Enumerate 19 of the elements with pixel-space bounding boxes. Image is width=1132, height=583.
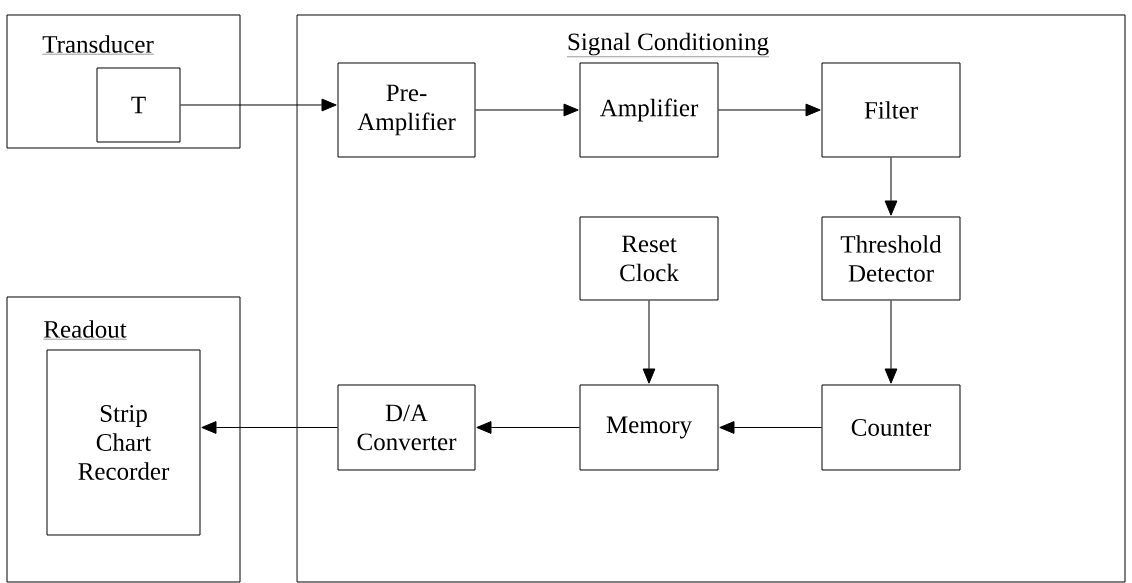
process-box: Amplifier xyxy=(579,62,719,158)
process-box: Strip Chart Recorder xyxy=(46,349,201,536)
process-box: Reset Clock xyxy=(579,216,719,301)
process-box: Filter xyxy=(821,62,961,158)
process-box: Pre-Amplifier xyxy=(337,62,476,158)
arrow xyxy=(201,421,338,434)
process-box: T xyxy=(96,67,181,143)
arrow xyxy=(475,103,579,117)
arrow xyxy=(476,421,580,434)
arrow xyxy=(719,421,822,434)
arrow xyxy=(180,98,337,112)
process-box: D/A Converter xyxy=(337,384,476,471)
process-box: Memory xyxy=(579,384,719,471)
process-box: Threshold Detector xyxy=(821,216,961,301)
arrow xyxy=(884,157,898,216)
arrow xyxy=(884,300,898,384)
arrow xyxy=(718,103,821,117)
process-box: Counter xyxy=(821,384,961,471)
arrow xyxy=(642,300,656,384)
